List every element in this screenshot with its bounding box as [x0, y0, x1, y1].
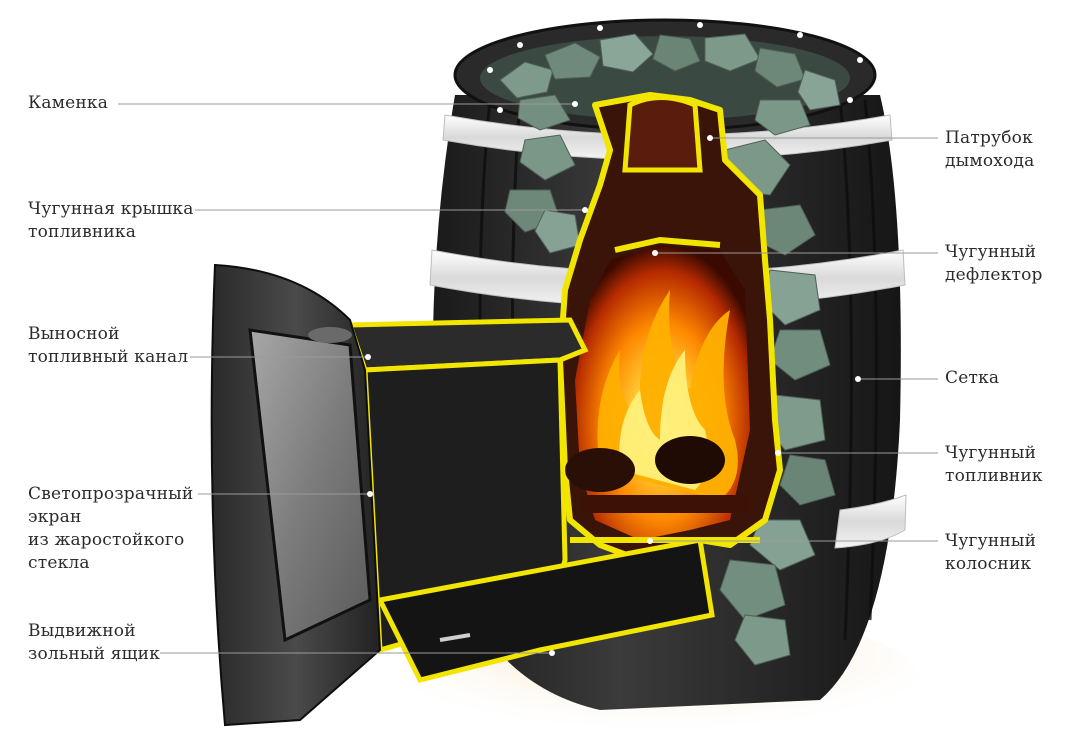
stones-left: [504, 134, 581, 254]
leader-dot-icon: [582, 207, 588, 213]
rim-bolts: [487, 22, 863, 113]
label-deflector: Чугунный дефлектор: [945, 241, 1043, 287]
label-mesh: Сетка: [945, 367, 999, 390]
label-line: зольный ящик: [28, 644, 161, 664]
leader-dot-icon: [367, 491, 373, 497]
label-fuel-channel: Выносной топливный канал: [28, 323, 188, 369]
door-emblem: [308, 327, 352, 343]
label-line: Выдвижной: [28, 621, 136, 641]
label-line: Чугунный: [945, 242, 1037, 262]
leader-dot-icon: [365, 354, 371, 360]
stones-top: [499, 33, 841, 136]
leader-dot-icon: [572, 101, 578, 107]
leader-dot-icon: [549, 650, 555, 656]
leader-dot-icon: [855, 376, 861, 382]
label-line: Патрубок: [945, 128, 1033, 148]
label-ash-box: Выдвижной зольный ящик: [28, 620, 160, 666]
label-line: дефлектор: [945, 265, 1043, 285]
label-kamenka: Каменка: [28, 92, 108, 115]
label-line: Светопрозрачный: [28, 484, 194, 504]
label-line: Чугунный: [945, 531, 1037, 551]
leader-dot-icons: [365, 101, 861, 656]
band-lower: [834, 494, 907, 549]
leader-dot-icon: [652, 250, 658, 256]
logs: [565, 436, 750, 513]
label-line: колосник: [945, 554, 1032, 574]
label-line: Выносной: [28, 324, 120, 344]
label-glass-screen: Светопрозрачный экран из жаростойкого ст…: [28, 483, 193, 575]
leader-dot-icon: [647, 538, 653, 544]
leader-dot-icon: [707, 135, 713, 141]
ash-box: [376, 537, 715, 683]
label-firebox: Чугунный топливник: [945, 442, 1043, 488]
label-line: топливника: [28, 222, 137, 242]
deflector: [614, 236, 721, 253]
label-line: Чугунная крышка: [28, 199, 194, 219]
label-line: из жаростойкого: [28, 530, 185, 550]
label-firebox-lid: Чугунная крышка топливника: [28, 198, 194, 244]
flue-pipe: [622, 95, 703, 173]
label-flue-pipe: Патрубок дымохода: [945, 127, 1034, 173]
leader-dot-icon: [775, 450, 781, 456]
label-line: топливный канал: [28, 347, 189, 367]
label-line: Каменка: [28, 93, 109, 113]
label-line: экран: [28, 507, 82, 527]
ash-box-handle: [439, 633, 471, 642]
label-line: дымохода: [945, 151, 1035, 171]
leader-lines: [118, 103, 938, 654]
label-line: стекла: [28, 553, 90, 573]
label-grate: Чугунный колосник: [945, 530, 1036, 576]
label-line: топливник: [945, 466, 1043, 486]
label-line: Чугунный: [945, 443, 1037, 463]
label-line: Сетка: [945, 368, 1000, 388]
